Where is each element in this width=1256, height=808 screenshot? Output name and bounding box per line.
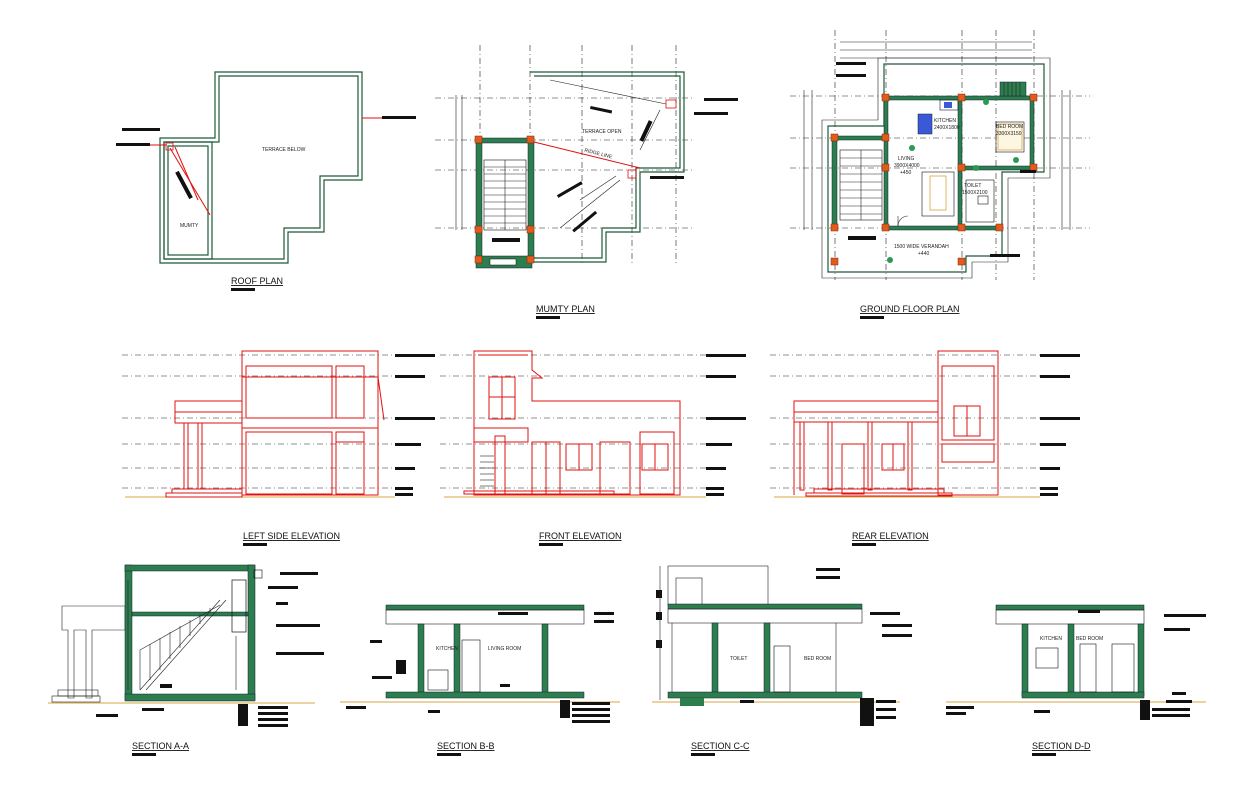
section-dd-title: SECTION D-D [1032, 741, 1091, 751]
gf-bedroom-label: BED ROOM [996, 124, 1023, 130]
left-side-elevation: LEFT SIDE ELEVATION [125, 350, 395, 546]
section-cc-toilet: TOILET [730, 656, 747, 662]
section-b-b: KITCHEN LIVING ROOM SECTION B-B [340, 604, 620, 756]
gf-toilet-label: TOILET [964, 183, 981, 189]
section-bb-living: LIVING ROOM [488, 646, 521, 652]
section-c-c: TOILET BED ROOM SECTION C-C [652, 565, 912, 756]
mumty-ridge-label: RIDGE LINE [584, 148, 614, 161]
section-bb-title: SECTION B-B [437, 741, 495, 751]
gf-living-size: 3900X4000 [894, 163, 920, 169]
mumty-plan: TERRACE OPEN RIDGE LINE MUMTY PLAN [435, 45, 738, 319]
section-dd-kitchen: KITCHEN [1040, 636, 1062, 642]
gf-toilet-size: 1500X2100 [962, 190, 988, 196]
roof-mumty-label: MUMTY [180, 223, 199, 229]
ground-floor-plan: KITCHEN 2400X1800 BED ROOM 3300X3150 LIV… [790, 30, 1090, 319]
roof-terrace-label: TERRACE BELOW [262, 147, 306, 153]
section-cc-title: SECTION C-C [691, 741, 750, 751]
gf-kitchen-label: KITCHEN [934, 118, 956, 124]
section-cc-bedroom: BED ROOM [804, 656, 831, 662]
mumty-plan-title: MUMTY PLAN [536, 304, 595, 314]
gf-bedroom-size: 3300X3150 [996, 131, 1022, 137]
front-elevation: FRONT ELEVATION [444, 350, 706, 546]
left-elevation-title: LEFT SIDE ELEVATION [243, 531, 340, 541]
section-d-d: KITCHEN BED ROOM SECTION D-D [946, 604, 1206, 756]
ground-floor-plan-title: GROUND FLOOR PLAN [860, 304, 960, 314]
rear-elevation: REAR ELEVATION [774, 350, 1040, 546]
gf-kitchen-size: 2400X1800 [934, 125, 960, 131]
rear-elevation-title: REAR ELEVATION [852, 531, 929, 541]
mumty-terrace-label: TERRACE OPEN [582, 129, 622, 135]
roof-plan: TERRACE BELOW MUMTY ROOF PLAN [116, 71, 416, 291]
section-aa-title: SECTION A-A [132, 741, 189, 751]
gf-verandah-label: 1500 WIDE VERANDAH [894, 244, 949, 250]
roof-plan-title: ROOF PLAN [231, 276, 283, 286]
gf-living-label: LIVING [898, 156, 915, 162]
gf-living-level: +450 [900, 170, 911, 176]
front-elevation-title: FRONT ELEVATION [539, 531, 622, 541]
section-a-a: SECTION A-A [48, 564, 324, 756]
section-bb-kitchen: KITCHEN [436, 646, 458, 652]
gf-verandah-level: +440 [918, 251, 929, 257]
section-dd-bedroom: BED ROOM [1076, 636, 1103, 642]
elevation-datum-lines [122, 354, 1080, 496]
